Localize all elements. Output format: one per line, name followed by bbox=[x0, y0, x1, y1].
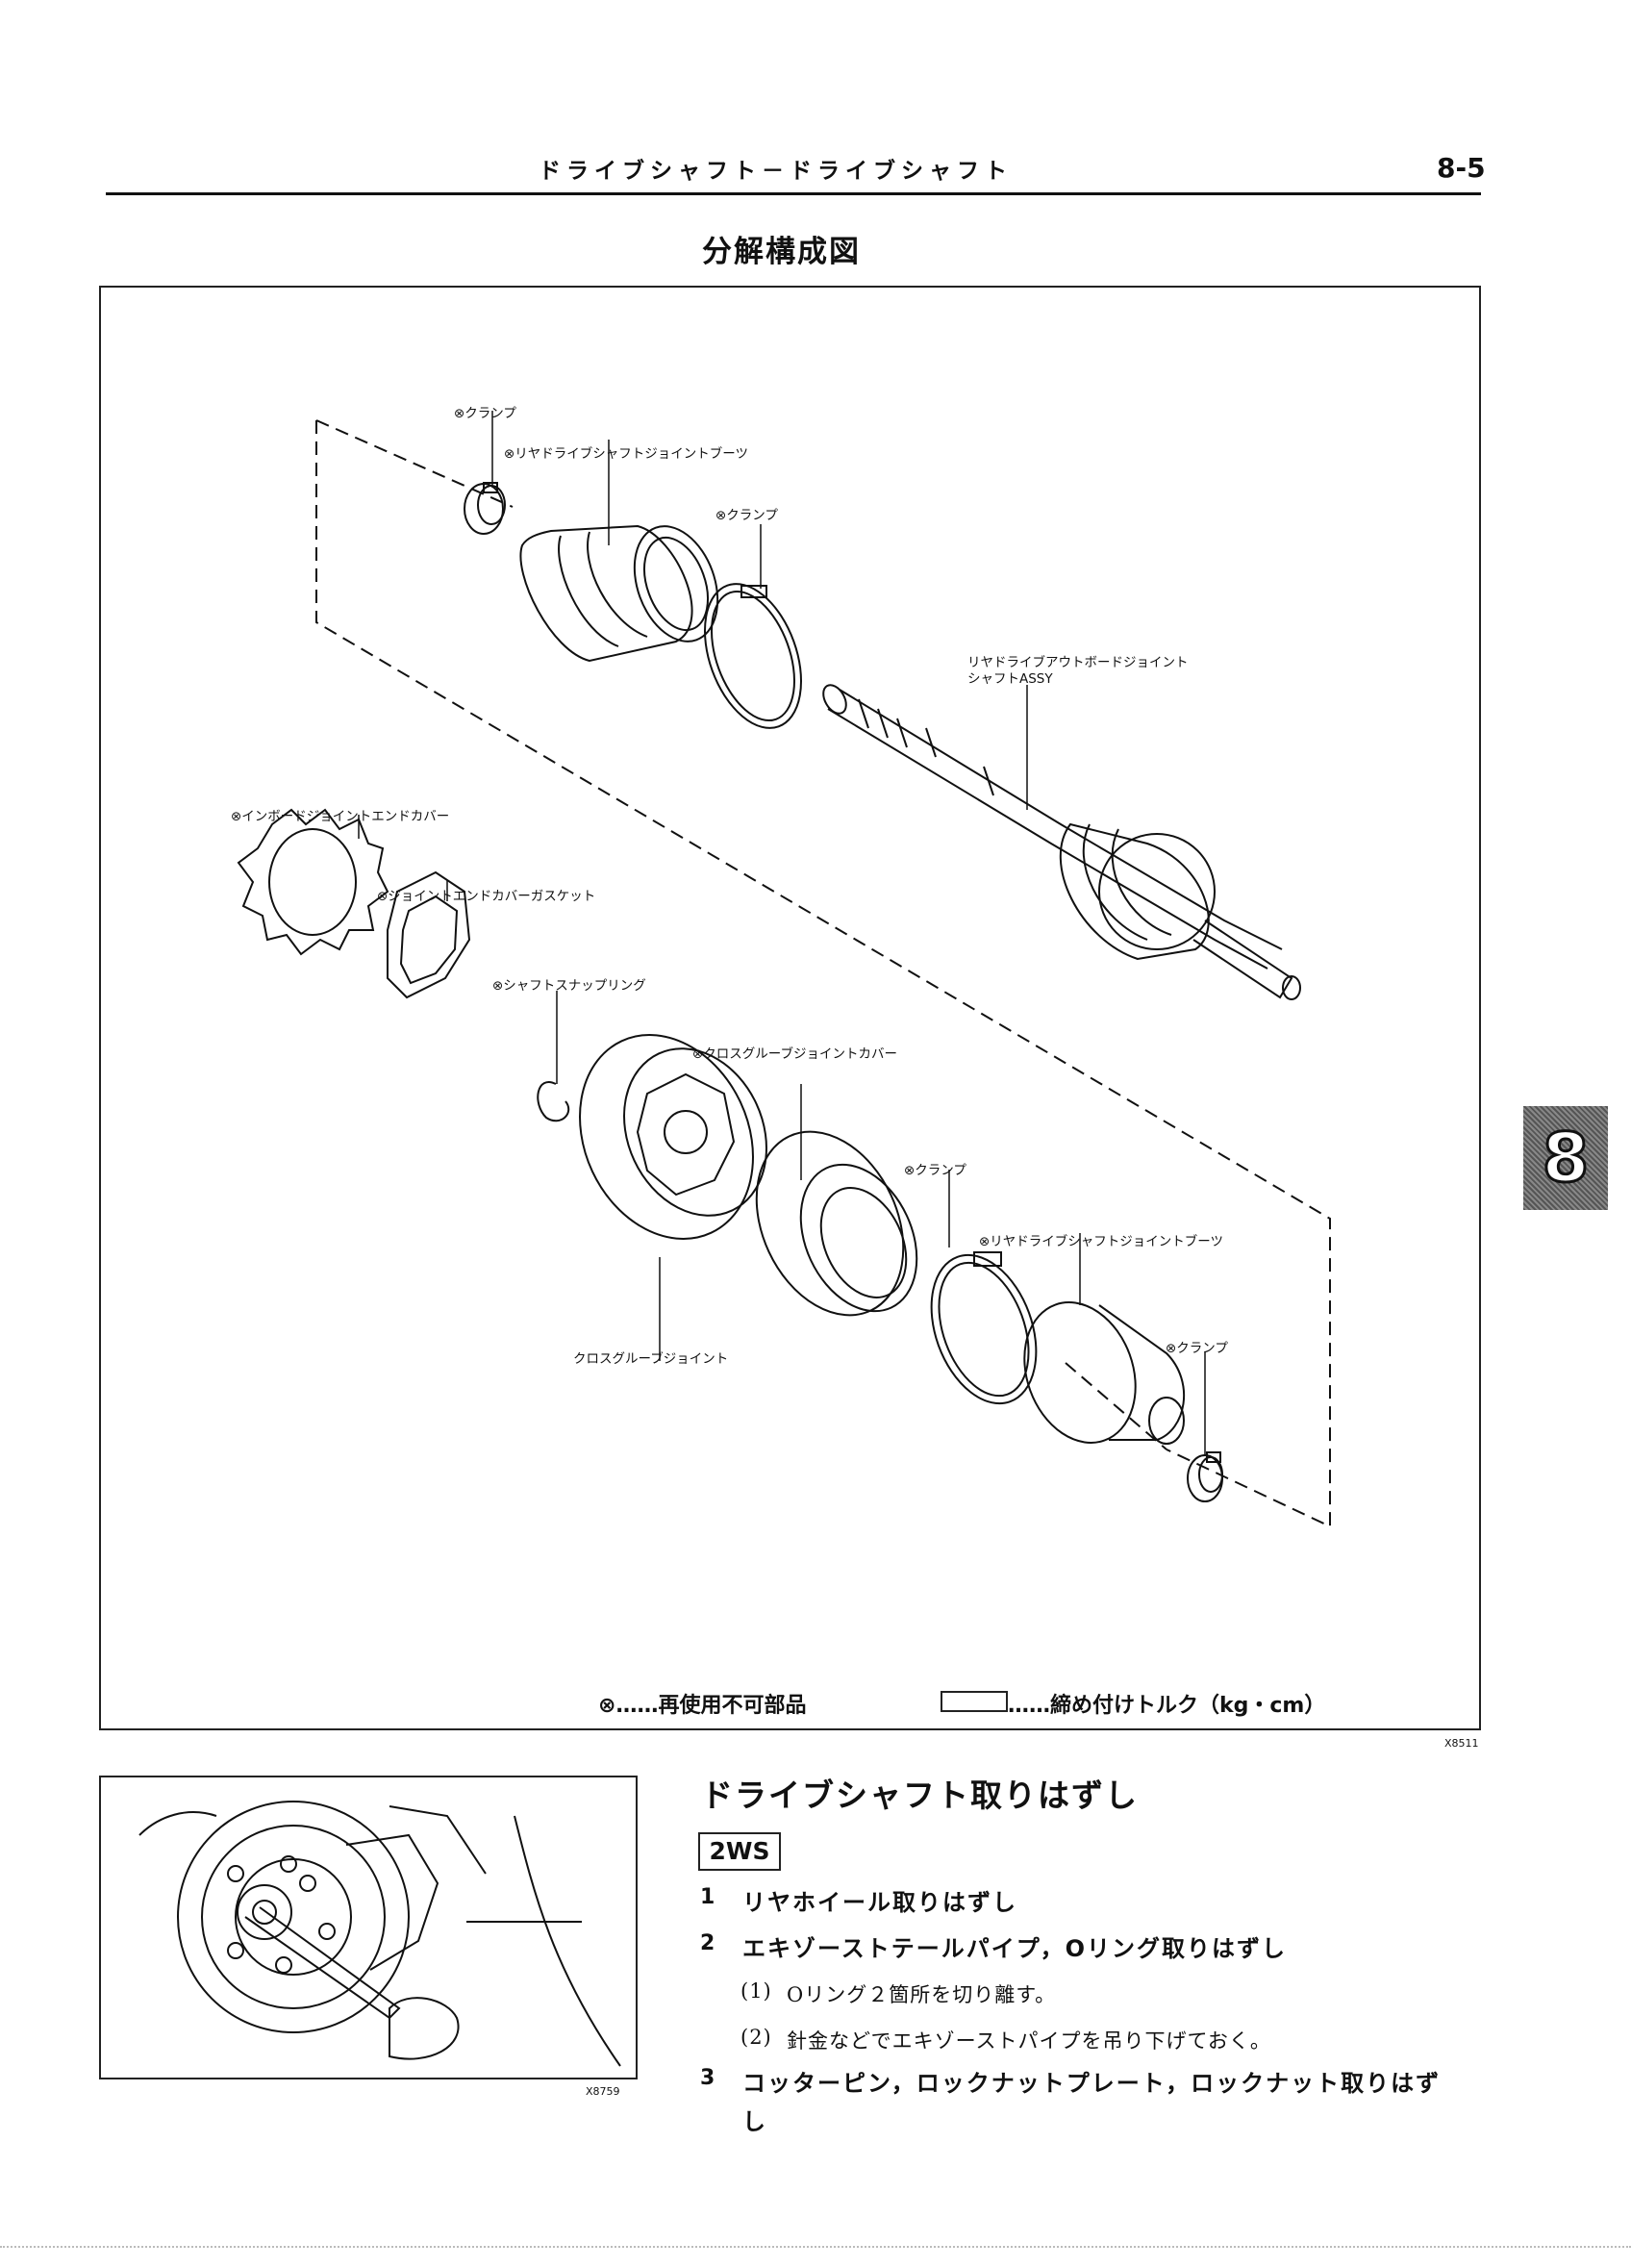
callout-rear-boot-1: ⊗リヤドライブシャフトジョイントブーツ bbox=[504, 446, 749, 462]
guide-line bbox=[1065, 1362, 1167, 1450]
callout-clamp-2: ⊗クランプ bbox=[715, 508, 778, 523]
substep-number: (2) bbox=[740, 2026, 772, 2049]
figure-ref-diagram: X8511 bbox=[1444, 1737, 1479, 1750]
callout-clamp-1: ⊗クランプ bbox=[454, 406, 516, 421]
gasket-part bbox=[387, 870, 471, 999]
guide-line bbox=[315, 419, 514, 508]
chapter-tab-number: 8 bbox=[1541, 1118, 1591, 1199]
page-number: 8-5 bbox=[1437, 152, 1486, 184]
callout-cross-groove-joint: クロスグルーブジョイント bbox=[573, 1351, 729, 1367]
callout-joint-cover: ⊗クロスグルーブジョイントカバー bbox=[692, 1046, 898, 1062]
end-cover-part bbox=[237, 808, 389, 956]
callout-shaft-assy: シャフトASSY bbox=[967, 671, 1053, 687]
header-rule bbox=[106, 192, 1481, 195]
step-text: リヤホイール取りはずし bbox=[742, 1889, 1017, 1916]
figure-ref-photo: X8759 bbox=[586, 2085, 620, 2098]
clamp-part bbox=[704, 583, 802, 729]
chapter-tab bbox=[1523, 1106, 1608, 1210]
section-title: 分解構成図 bbox=[702, 235, 861, 269]
step-number: 2 bbox=[700, 1931, 715, 1955]
legend-reuse: ⊗……再使用不可部品 bbox=[598, 1688, 806, 1719]
step-number: 3 bbox=[700, 2066, 715, 2090]
step-number: 1 bbox=[700, 1885, 715, 1909]
clamp-part bbox=[464, 482, 506, 535]
boot-part bbox=[1023, 1301, 1186, 1445]
removal-illustration bbox=[99, 1776, 638, 2079]
brake-illustration bbox=[138, 1801, 621, 2067]
callout-end-cover: ⊗インボードジョイントエンドカバー bbox=[231, 809, 450, 824]
step-text-continued: し bbox=[742, 2108, 767, 2135]
header-title: ドライブシャフト－ドライブシャフト bbox=[539, 159, 1013, 184]
callout-outboard-joint: リヤドライブアウトボードジョイント bbox=[967, 655, 1189, 670]
joint-cover-part bbox=[755, 1130, 918, 1317]
substep-number: (1) bbox=[740, 1979, 772, 2003]
exploded-diagram bbox=[237, 411, 1331, 1528]
cross-groove-joint-part bbox=[579, 1034, 767, 1240]
boot-part bbox=[519, 524, 719, 663]
legend-symbol: ⊗ bbox=[598, 1694, 616, 1718]
scan-border bbox=[0, 2246, 1631, 2248]
torque-box-icon bbox=[941, 1691, 1008, 1712]
callout-gasket: ⊗ジョイントエンドカバーガスケット bbox=[377, 889, 596, 904]
model-badge: 2WS bbox=[698, 1832, 781, 1871]
diagram-frame bbox=[99, 286, 1481, 1730]
clamp-part bbox=[1187, 1451, 1223, 1502]
guide-line bbox=[315, 420, 1331, 1528]
procedure-title: ドライブシャフト取りはずし bbox=[701, 1777, 1139, 1814]
callout-clamp-3: ⊗クランプ bbox=[904, 1163, 966, 1178]
callout-rear-boot-2: ⊗リヤドライブシャフトジョイントブーツ bbox=[979, 1234, 1224, 1249]
legend-torque-text: ……締め付けトルク（kg・cm） bbox=[1008, 1694, 1326, 1718]
callout-clamp-4: ⊗クランプ bbox=[1166, 1341, 1228, 1356]
snap-ring-part bbox=[537, 1081, 570, 1122]
shaft-assy-part bbox=[822, 684, 1301, 1000]
substep-text: Oリング２箇所を切り離す。 bbox=[787, 1983, 1057, 2006]
leader-lines bbox=[358, 411, 1206, 1454]
legend-reuse-text: ……再使用不可部品 bbox=[615, 1694, 807, 1718]
legend-torque: ……締め付けトルク（kg・cm） bbox=[941, 1688, 1325, 1719]
step-text: エキゾーストテールパイプ，Oリング取りはずし bbox=[742, 1935, 1288, 1962]
step-text: コッターピン，ロックナットプレート，ロックナット取りはず bbox=[742, 2070, 1442, 2097]
clamp-part bbox=[930, 1251, 1038, 1405]
callout-snap-ring: ⊗シャフトスナップリング bbox=[492, 978, 646, 994]
substep-text: 針金などでエキゾーストパイプを吊り下げておく。 bbox=[787, 2029, 1271, 2053]
